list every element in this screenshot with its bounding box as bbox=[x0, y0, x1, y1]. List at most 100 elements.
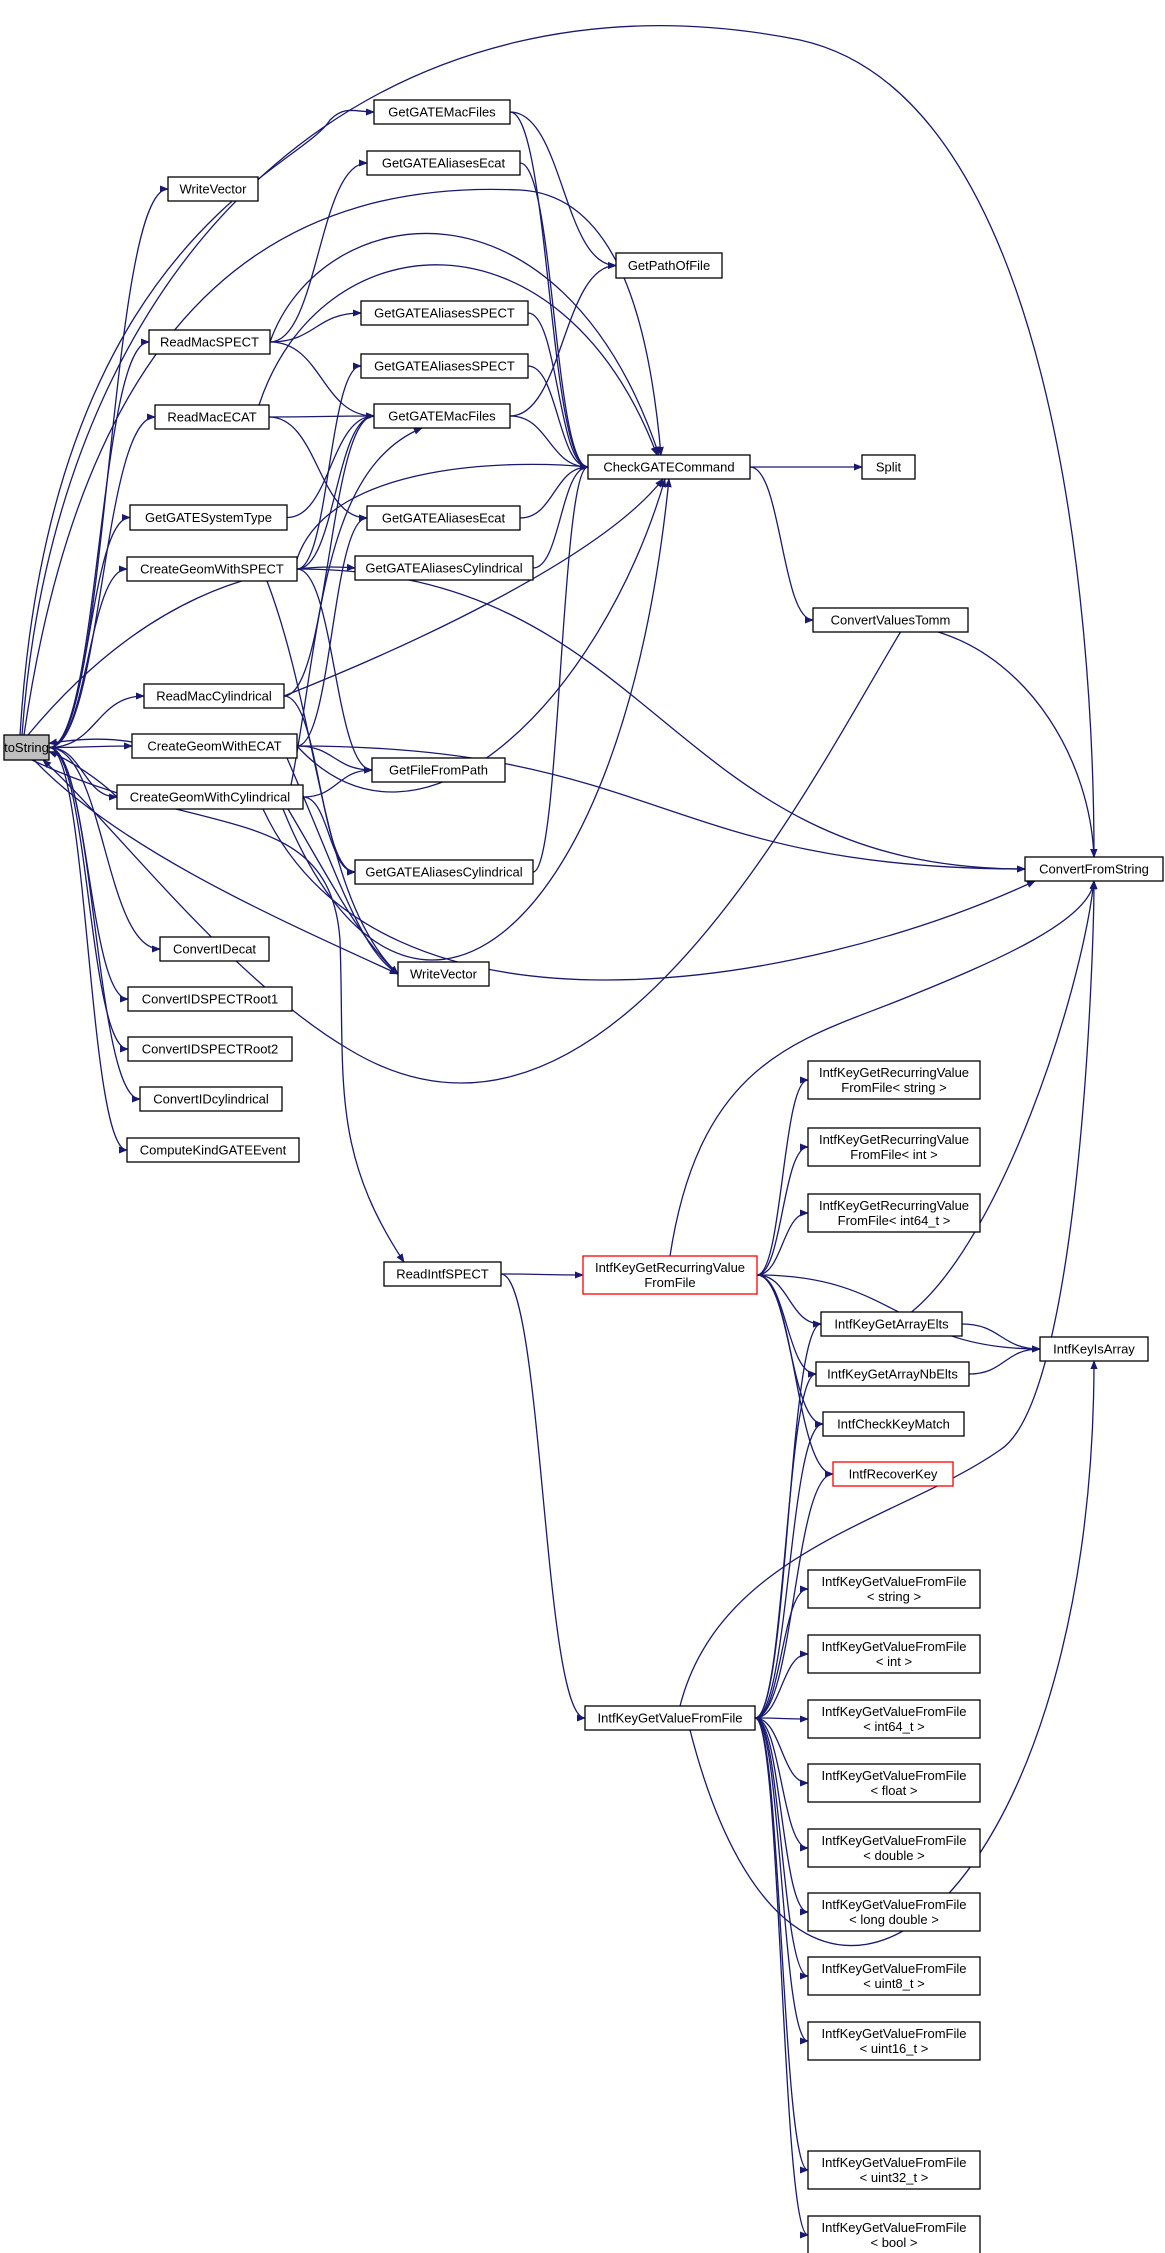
node-GetGATEAliasesSPECT1[interactable]: GetGATEAliasesSPECT bbox=[360, 300, 529, 326]
node-ValUint8[interactable]: IntfKeyGetValueFromFile< uint8_t > bbox=[807, 1956, 981, 1996]
node-box-ValString[interactable] bbox=[807, 1569, 981, 1609]
node-IntfKeyIsArray[interactable]: IntfKeyIsArray bbox=[1039, 1336, 1149, 1362]
node-box-IntfCheckKeyMatch[interactable] bbox=[822, 1411, 965, 1437]
node-box-ReadMacSPECT[interactable] bbox=[148, 329, 271, 355]
node-box-ReadMacCylindrical[interactable] bbox=[143, 683, 285, 709]
node-ConvertIDcylindrical[interactable]: ConvertIDcylindrical bbox=[139, 1086, 283, 1112]
node-ReadIntfSPECT[interactable]: ReadIntfSPECT bbox=[383, 1261, 502, 1287]
node-box-GetGATEAliasesSPECT2[interactable] bbox=[360, 353, 529, 379]
node-box-GetGATESystemType[interactable] bbox=[129, 504, 288, 531]
node-ValDouble[interactable]: IntfKeyGetValueFromFile< double > bbox=[807, 1828, 981, 1868]
node-GetGATEAliasesSPECT2[interactable]: GetGATEAliasesSPECT bbox=[360, 353, 529, 379]
node-box-GetGATEAliasesCylindrical2[interactable] bbox=[354, 859, 534, 885]
node-IntfKeyGetArrayNbElts[interactable]: IntfKeyGetArrayNbElts bbox=[815, 1361, 970, 1387]
node-CheckGATECommand[interactable]: CheckGATECommand bbox=[587, 454, 751, 480]
node-box-ConvertIDcylindrical[interactable] bbox=[139, 1086, 283, 1112]
node-box-GetGATEAliasesEcat1[interactable] bbox=[366, 150, 521, 176]
node-ReadMacSPECT[interactable]: ReadMacSPECT bbox=[148, 329, 271, 355]
node-GetGATEMacFiles1[interactable]: GetGATEMacFiles bbox=[373, 99, 511, 125]
node-box-IntfRecoverKey[interactable] bbox=[832, 1461, 954, 1487]
node-box-ConvertIDSPECTRoot1[interactable] bbox=[127, 986, 293, 1012]
node-WriteVector2[interactable]: WriteVector bbox=[397, 961, 490, 987]
node-ValUint16[interactable]: IntfKeyGetValueFromFile< uint16_t > bbox=[807, 2021, 981, 2061]
node-IntfKeyGetArrayElts[interactable]: IntfKeyGetArrayElts bbox=[820, 1311, 963, 1337]
node-GetGATEAliasesCylindrical1[interactable]: GetGATEAliasesCylindrical bbox=[354, 555, 534, 581]
node-ValFloat[interactable]: IntfKeyGetValueFromFile< float > bbox=[807, 1763, 981, 1803]
node-ValBool[interactable]: IntfKeyGetValueFromFile< bool > bbox=[807, 2215, 981, 2253]
node-box-WriteVector1[interactable] bbox=[167, 176, 259, 202]
node-box-ConvertValuesTomm[interactable] bbox=[812, 607, 969, 633]
node-IntfRecoverKey[interactable]: IntfRecoverKey bbox=[832, 1461, 954, 1487]
node-box-WriteVector2[interactable] bbox=[397, 961, 490, 987]
node-WriteVector1[interactable]: WriteVector bbox=[167, 176, 259, 202]
node-ConvertIDecat[interactable]: ConvertIDecat bbox=[159, 936, 270, 962]
node-toString[interactable]: toString bbox=[3, 734, 50, 761]
node-box-ValInt64[interactable] bbox=[807, 1699, 981, 1739]
node-box-ValBool[interactable] bbox=[807, 2215, 981, 2253]
node-Split[interactable]: Split bbox=[861, 454, 916, 480]
node-ComputeKindGATEEvent[interactable]: ComputeKindGATEEvent bbox=[126, 1137, 300, 1163]
node-ConvertValuesTomm[interactable]: ConvertValuesTomm bbox=[812, 607, 969, 633]
node-box-ConvertIDSPECTRoot2[interactable] bbox=[127, 1036, 293, 1062]
node-IntfCheckKeyMatch[interactable]: IntfCheckKeyMatch bbox=[822, 1411, 965, 1437]
node-box-GetFileFromPath[interactable] bbox=[371, 757, 506, 783]
node-box-GetGATEAliasesCylindrical1[interactable] bbox=[354, 555, 534, 581]
node-box-RecurringInt[interactable] bbox=[807, 1127, 981, 1167]
node-ReadMacCylindrical[interactable]: ReadMacCylindrical bbox=[143, 683, 285, 709]
node-box-IntfKeyGetArrayNbElts[interactable] bbox=[815, 1361, 970, 1387]
node-box-Split[interactable] bbox=[861, 454, 916, 480]
node-box-ValLongDouble[interactable] bbox=[807, 1892, 981, 1932]
node-ConvertIDSPECTRoot1[interactable]: ConvertIDSPECTRoot1 bbox=[127, 986, 293, 1012]
node-GetGATEMacFiles2[interactable]: GetGATEMacFiles bbox=[373, 403, 511, 429]
node-box-GetPathOfFile[interactable] bbox=[615, 252, 723, 279]
node-box-GetGATEMacFiles1[interactable] bbox=[373, 99, 511, 125]
node-box-ValUint16[interactable] bbox=[807, 2021, 981, 2061]
node-box-IntfKeyGetArrayElts[interactable] bbox=[820, 1311, 963, 1337]
node-ValString[interactable]: IntfKeyGetValueFromFile< string > bbox=[807, 1569, 981, 1609]
node-box-ValInt[interactable] bbox=[807, 1634, 981, 1674]
node-box-GetGATEAliasesSPECT1[interactable] bbox=[360, 300, 529, 326]
node-GetGATEAliasesEcat2[interactable]: GetGATEAliasesEcat bbox=[366, 505, 521, 531]
node-GetGATEAliasesCylindrical2[interactable]: GetGATEAliasesCylindrical bbox=[354, 859, 534, 885]
node-box-ValDouble[interactable] bbox=[807, 1828, 981, 1868]
node-ConvertFromString[interactable]: ConvertFromString bbox=[1024, 856, 1164, 882]
node-box-CreateGeomWithSPECT[interactable] bbox=[126, 556, 298, 582]
node-box-ReadMacECAT[interactable] bbox=[154, 404, 270, 430]
node-box-CheckGATECommand[interactable] bbox=[587, 454, 751, 480]
node-ValUint32[interactable]: IntfKeyGetValueFromFile< uint32_t > bbox=[807, 2150, 981, 2190]
node-box-GetGATEMacFiles2[interactable] bbox=[373, 403, 511, 429]
node-CreateGeomWithCylindrical[interactable]: CreateGeomWithCylindrical bbox=[116, 784, 304, 810]
node-GetPathOfFile[interactable]: GetPathOfFile bbox=[615, 252, 723, 279]
node-ValInt[interactable]: IntfKeyGetValueFromFile< int > bbox=[807, 1634, 981, 1674]
node-ReadMacECAT[interactable]: ReadMacECAT bbox=[154, 404, 270, 430]
node-box-IntfKeyGetRecurringValueFromFile[interactable] bbox=[582, 1255, 758, 1295]
node-box-RecurringString[interactable] bbox=[807, 1060, 981, 1100]
node-ValLongDouble[interactable]: IntfKeyGetValueFromFile< long double > bbox=[807, 1892, 981, 1932]
node-box-ConvertFromString[interactable] bbox=[1024, 856, 1164, 882]
node-box-ValUint8[interactable] bbox=[807, 1956, 981, 1996]
node-GetGATESystemType[interactable]: GetGATESystemType bbox=[129, 504, 288, 531]
node-box-IntfKeyIsArray[interactable] bbox=[1039, 1336, 1149, 1362]
node-box-GetGATEAliasesEcat2[interactable] bbox=[366, 505, 521, 531]
node-box-ValUint32[interactable] bbox=[807, 2150, 981, 2190]
node-box-toString[interactable] bbox=[3, 734, 50, 761]
node-box-ValFloat[interactable] bbox=[807, 1763, 981, 1803]
node-CreateGeomWithSPECT[interactable]: CreateGeomWithSPECT bbox=[126, 556, 298, 582]
node-box-ReadIntfSPECT[interactable] bbox=[383, 1261, 502, 1287]
node-GetFileFromPath[interactable]: GetFileFromPath bbox=[371, 757, 506, 783]
node-box-ConvertIDecat[interactable] bbox=[159, 936, 270, 962]
node-ValInt64[interactable]: IntfKeyGetValueFromFile< int64_t > bbox=[807, 1699, 981, 1739]
node-IntfKeyGetValueFromFile[interactable]: IntfKeyGetValueFromFile bbox=[584, 1705, 756, 1731]
node-box-CreateGeomWithCylindrical[interactable] bbox=[116, 784, 304, 810]
node-box-RecurringInt64[interactable] bbox=[807, 1193, 981, 1233]
node-GetGATEAliasesEcat1[interactable]: GetGATEAliasesEcat bbox=[366, 150, 521, 176]
node-box-ComputeKindGATEEvent[interactable] bbox=[126, 1137, 300, 1163]
node-box-CreateGeomWithECAT[interactable] bbox=[131, 733, 298, 759]
node-CreateGeomWithECAT[interactable]: CreateGeomWithECAT bbox=[131, 733, 298, 759]
node-ConvertIDSPECTRoot2[interactable]: ConvertIDSPECTRoot2 bbox=[127, 1036, 293, 1062]
node-box-IntfKeyGetValueFromFile[interactable] bbox=[584, 1705, 756, 1731]
